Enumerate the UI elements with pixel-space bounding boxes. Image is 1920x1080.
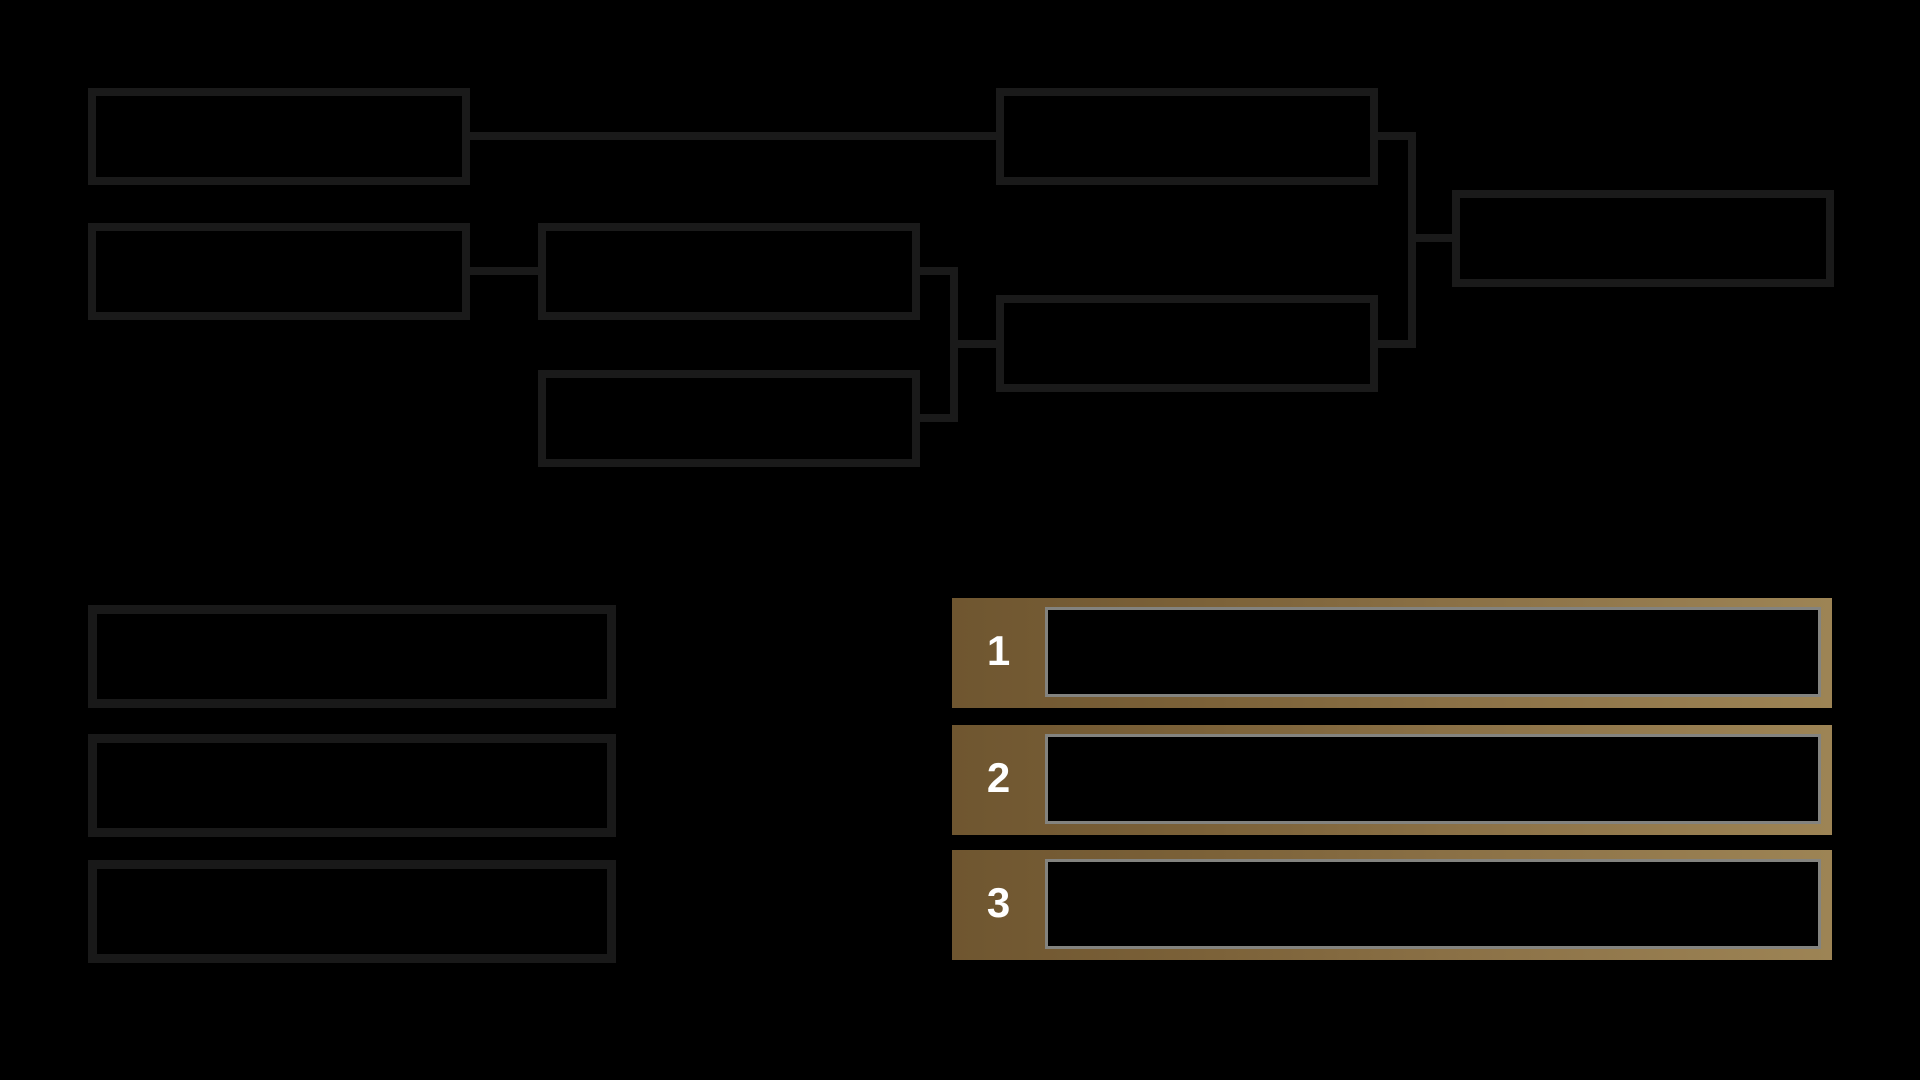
rank-number-1: 1	[986, 627, 1011, 674]
bracket-connector-r2s1-out	[918, 267, 958, 275]
rank-row-3[interactable]: 3	[952, 850, 1832, 960]
bracket-connector-r1s1-to-r3s1	[468, 132, 998, 140]
bracket-slot-r3-s1[interactable]	[996, 88, 1378, 185]
rank-row-2[interactable]: 2	[952, 725, 1832, 835]
lower-section: 1 2 3	[0, 480, 1920, 1080]
bracket-connector-final-merge-to-r4s1	[1408, 234, 1458, 242]
bracket-slot-r2-s2[interactable]	[538, 370, 920, 467]
bracket-slot-r3-s2[interactable]	[996, 295, 1378, 392]
entry-box-1[interactable]	[88, 605, 616, 708]
rank-row-1[interactable]: 1	[952, 598, 1832, 708]
rank-number-3: 3	[986, 879, 1011, 926]
rank-number-2: 2	[986, 754, 1011, 801]
rank-value-1[interactable]	[1045, 607, 1821, 697]
bracket-connector-r1s2-to-r2s1	[468, 267, 540, 275]
bracket-connector-r2s2-out	[918, 414, 958, 422]
rank-value-2[interactable]	[1045, 734, 1821, 824]
bracket-slot-r2-s1[interactable]	[538, 223, 920, 320]
bracket-connector-r2-merge-to-r3s2	[950, 340, 1000, 348]
entry-box-2[interactable]	[88, 734, 616, 837]
bracket-connector-r3s2-out	[1376, 340, 1416, 348]
bracket-slot-r4-s1[interactable]	[1452, 190, 1834, 287]
bracket-diagram	[0, 0, 1920, 480]
entry-box-3[interactable]	[88, 860, 616, 963]
rank-value-3[interactable]	[1045, 859, 1821, 949]
bracket-slot-r1-s1[interactable]	[88, 88, 470, 185]
bracket-slot-r1-s2[interactable]	[88, 223, 470, 320]
bracket-connector-r3s1-out	[1376, 132, 1416, 140]
